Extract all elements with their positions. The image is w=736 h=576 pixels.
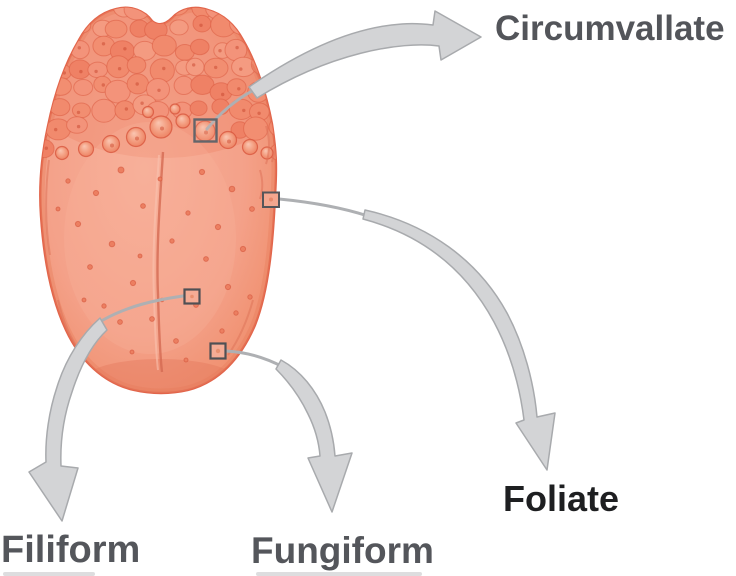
fungiform-sample-dot xyxy=(215,348,221,354)
median-sulcus xyxy=(156,151,165,373)
fungiform-papillae-dots xyxy=(55,166,255,363)
filiform-leader-line xyxy=(101,294,185,322)
circumvallate-arrow xyxy=(248,10,482,99)
filiform-arrow xyxy=(28,317,108,522)
circumvallate-leader-line xyxy=(205,89,254,131)
sample-markers xyxy=(183,118,280,360)
fungiform-arrow xyxy=(275,359,353,513)
fungiform-label: Fungiform xyxy=(251,530,434,571)
circumvallate-papillae-row xyxy=(54,103,274,161)
filiform-label: Filiform xyxy=(1,529,141,571)
foliate-label: Foliate xyxy=(503,478,620,519)
cropped-text-artifact xyxy=(256,572,422,576)
circumvallate-label: Circumvallate xyxy=(495,9,725,48)
cropped-text-artifact xyxy=(3,572,95,576)
foliate-arrow xyxy=(362,209,556,471)
circumvallate-sample-box xyxy=(193,118,218,143)
foliate-sample-dot xyxy=(269,197,273,202)
median-sulcus-highlight xyxy=(152,154,160,371)
filiform-sample-dot xyxy=(190,294,194,299)
foliate-leader-line xyxy=(277,197,370,218)
callout-arrows xyxy=(28,10,556,522)
